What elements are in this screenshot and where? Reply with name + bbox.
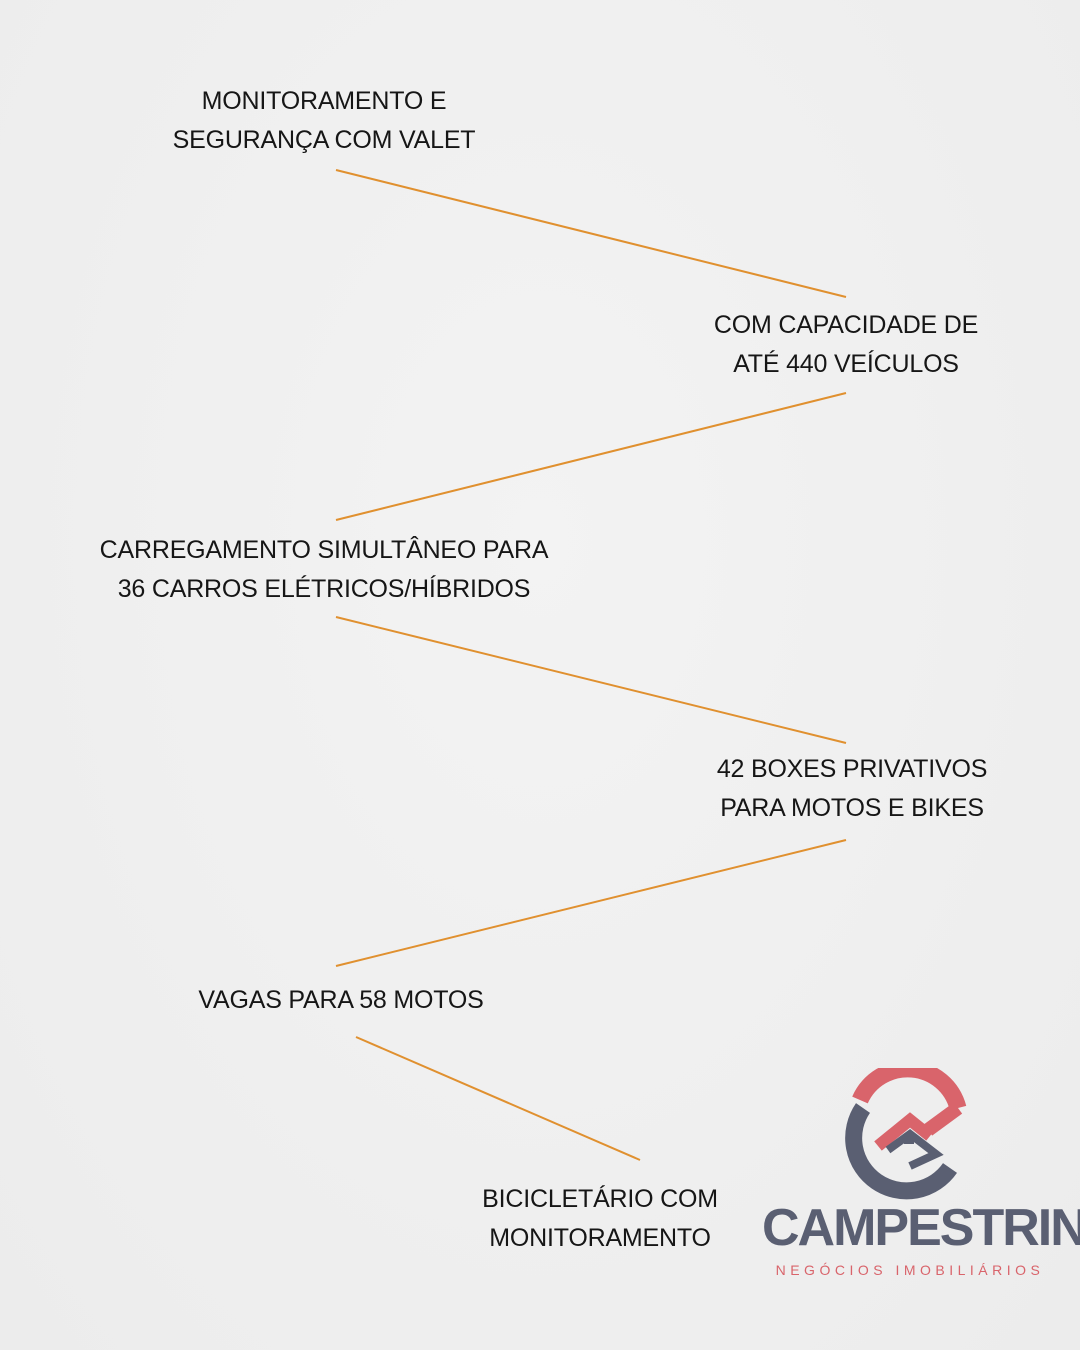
feature-ev-charging: CARREGAMENTO SIMULTÂNEO PARA 36 CARROS E… [44,531,604,609]
feature-bike-rack: BICICLETÁRIO COM MONITORAMENTO [320,1180,880,1258]
feature-moto-spots: VAGAS PARA 58 MOTOS [61,981,621,1020]
logo-tagline: NEGÓCIOS IMOBILIÁRIOS [775,1262,1045,1278]
feature-text: COM CAPACIDADE DE [713,311,979,339]
connector-line-4 [335,839,847,967]
feature-text: MONITORAMENTO [489,1224,711,1252]
logo-brand-name: CAMPESTRINI [762,1199,1080,1257]
feature-text: SEGURANÇA COM VALET [172,126,476,154]
feature-text: ATÉ 440 VEÍCULOS [733,350,959,378]
campestrini-logo-icon [845,1068,967,1200]
feature-private-boxes: 42 BOXES PRIVATIVOS PARA MOTOS E BIKES [572,750,1080,828]
feature-text: VAGAS PARA 58 MOTOS [198,986,484,1014]
feature-text: CARREGAMENTO SIMULTÂNEO PARA [99,536,549,564]
connector-line-1 [335,169,847,298]
connector-line-5 [355,1036,641,1161]
connector-line-2 [335,392,847,521]
feature-text: 36 CARROS ELÉTRICOS/HÍBRIDOS [117,575,531,603]
feature-vehicle-capacity: COM CAPACIDADE DE ATÉ 440 VEÍCULOS [566,306,1080,384]
feature-text: PARA MOTOS E BIKES [720,794,984,822]
connector-line-3 [335,616,847,744]
feature-valet-security: MONITORAMENTO E SEGURANÇA COM VALET [44,82,604,160]
feature-text: BICICLETÁRIO COM [482,1185,718,1213]
feature-text: MONITORAMENTO E [201,87,447,115]
feature-text: 42 BOXES PRIVATIVOS [716,755,988,783]
